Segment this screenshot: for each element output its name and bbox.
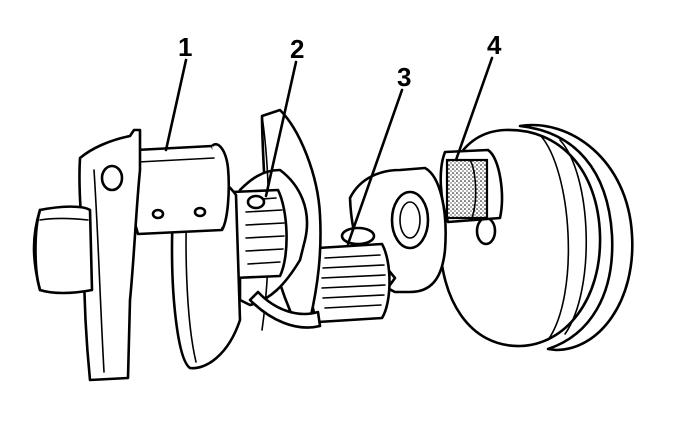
leader-line-2 (264, 60, 298, 198)
callout-3: 3 (397, 62, 411, 92)
leader-line-3 (346, 88, 404, 246)
leader-lines (164, 56, 494, 246)
callout-1: 1 (178, 32, 192, 62)
leader-line-4 (454, 56, 494, 162)
journal-bearing-4 (445, 158, 489, 220)
crank-front-flange (32, 128, 142, 382)
rod-journal (309, 226, 391, 324)
main-bearing-cap-1 (129, 143, 231, 236)
callout-4: 4 (487, 30, 502, 60)
main-journal-2 (224, 188, 288, 280)
front-journal (439, 148, 504, 224)
leader-line-1 (164, 58, 188, 152)
callout-2: 2 (290, 34, 304, 64)
